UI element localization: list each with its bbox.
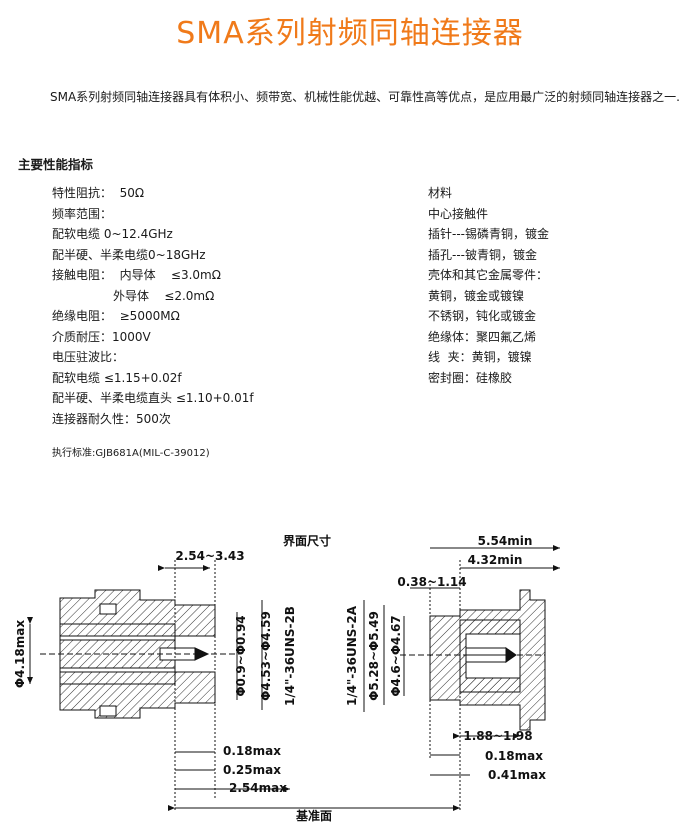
dim-label: 5.54min <box>478 534 533 548</box>
material-line: 绝缘体：聚四氟乙烯 <box>428 329 537 344</box>
dim-label: 1/4"-36UNS-2A <box>345 605 359 706</box>
dim-label: 4.32min <box>468 553 523 567</box>
material-line: 不锈钢，钝化或镀金 <box>428 309 537 323</box>
dim-label: 0.18max <box>223 744 281 758</box>
spec-line: 配半硬、半柔电缆0~18GHz <box>52 247 206 262</box>
dim-label: 0.38~1.14 <box>397 575 466 589</box>
material-line: 材料 <box>428 186 453 200</box>
dim-label: 0.41max <box>488 768 546 782</box>
spec-line: 接触电阻： 内导体 ≤3.0mΩ <box>52 268 221 282</box>
spec-line: 电压驻波比： <box>52 350 125 364</box>
left-connector-drawing <box>40 560 240 810</box>
material-line: 插孔---铍青铜，镀金 <box>428 247 537 262</box>
dim-label: Φ4.53~Φ4.59 <box>259 611 273 701</box>
material-line: 线 夹：黄铜，镀镍 <box>428 350 532 364</box>
dim-label: Φ5.28~Φ5.49 <box>367 611 381 701</box>
dim-label: 2.54max <box>229 781 287 795</box>
material-line: 壳体和其它金属零件： <box>428 268 549 282</box>
spec-line: 外导体 ≤2.0mΩ <box>52 288 215 303</box>
spec-line: 配半硬、半柔电缆直头 ≤1.10+0.01f <box>52 391 254 405</box>
dim-label: Φ0.9~Φ0.94 <box>234 615 248 696</box>
material-line: 插针---锡磷青铜，镀金 <box>428 227 549 241</box>
spec-list: 特性阻抗： 50Ω 频率范围： 配软电缆 0~12.4GHz 配半硬、半柔电缆0… <box>52 183 254 429</box>
material-line: 黄铜，镀金或镀镍 <box>428 288 525 303</box>
reference-plane-label: 基准面 <box>295 808 332 823</box>
section-title: 主要性能指标 <box>18 157 94 172</box>
material-line: 中心接触件 <box>428 206 489 221</box>
dim-label: Φ4.18max <box>13 620 27 688</box>
intro-paragraph: SMA系列射频同轴连接器具有体积小、频带宽、机械性能优越、可靠性高等优点，是应用… <box>50 90 680 104</box>
spec-line: 特性阻抗： 50Ω <box>52 186 145 200</box>
dim-label: Φ4.6~Φ4.67 <box>389 615 403 696</box>
right-connector-drawing <box>400 560 546 810</box>
spec-line: 配软电缆 0~12.4GHz <box>52 227 173 241</box>
spec-line: 绝缘电阻： ≥5000MΩ <box>52 309 180 323</box>
material-line: 密封圈：硅橡胶 <box>428 370 513 385</box>
spec-line: 配软电缆 ≤1.15+0.02f <box>52 370 182 385</box>
dim-label: 0.18max <box>485 749 543 763</box>
dim-label: 2.54~3.43 <box>175 549 244 563</box>
spec-line: 频率范围： <box>52 206 113 221</box>
spec-line: 介质耐压：1000V <box>52 329 151 344</box>
page-title: SMA系列射频同轴连接器 <box>176 16 524 51</box>
materials-list: 材料 中心接触件 插针---锡磷青铜，镀金 插孔---铍青铜，镀金 壳体和其它金… <box>428 183 549 388</box>
dim-label: 1/4"-36UNS-2B <box>283 606 297 706</box>
dim-label: 1.88~1.98 <box>463 729 532 743</box>
spec-line: 连接器耐久性：500次 <box>52 411 171 426</box>
diagram-title: 界面尺寸 <box>283 533 331 548</box>
dim-label: 0.25max <box>223 763 281 777</box>
standard-note: 执行标准:GJB681A(MIL-C-39012) <box>52 448 210 459</box>
